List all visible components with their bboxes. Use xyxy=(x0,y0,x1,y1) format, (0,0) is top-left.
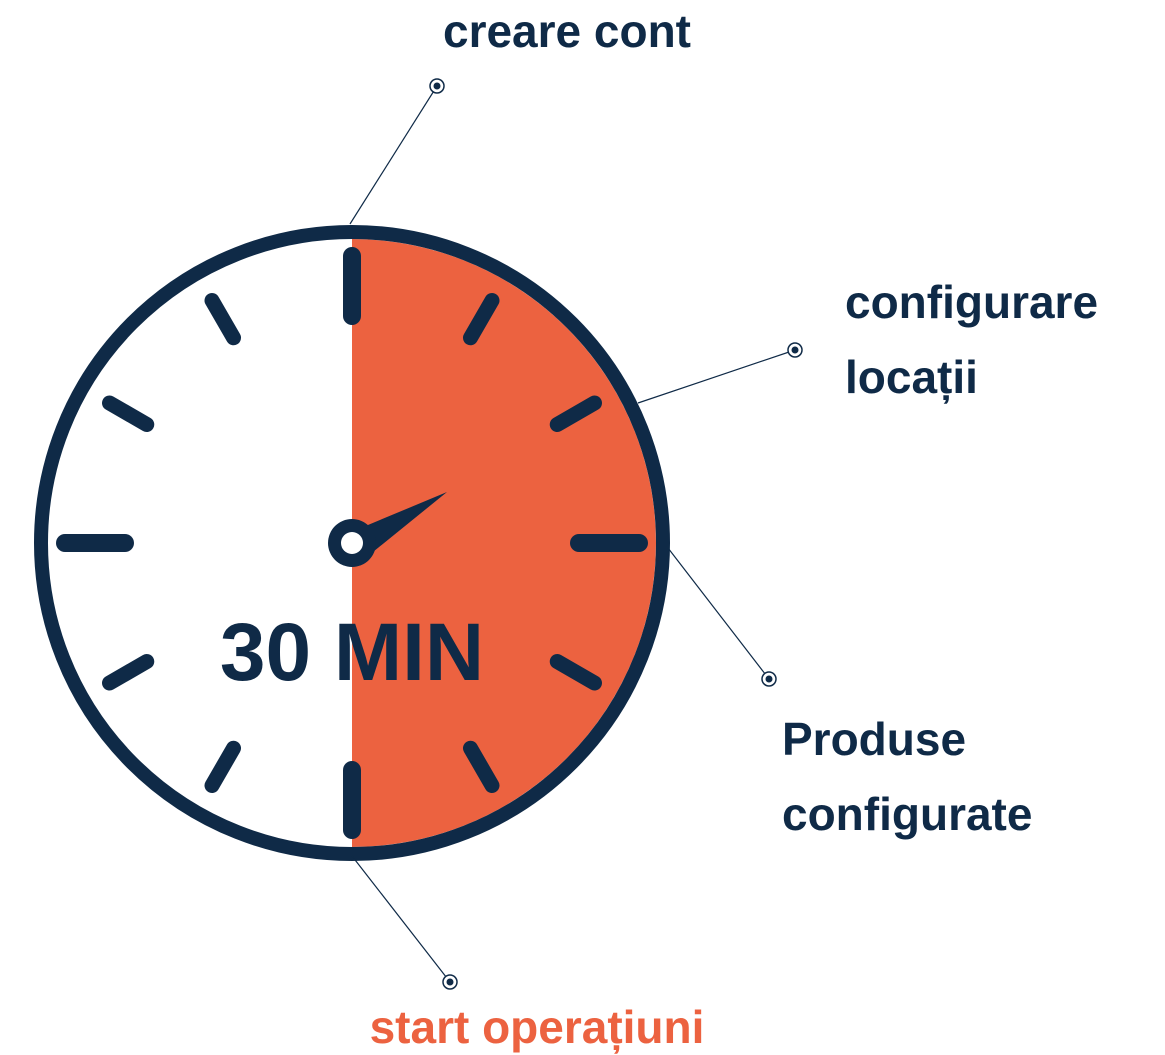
connector-lines xyxy=(349,85,796,983)
label-start-operatiuni: start operațiuni xyxy=(370,1001,705,1054)
tick-mark-8 xyxy=(102,654,155,691)
tick-mark-11 xyxy=(204,293,241,346)
tick-mark-4 xyxy=(549,654,602,691)
tick-mark-1 xyxy=(463,293,500,346)
dot-creare-cont xyxy=(429,78,445,94)
label-creare-cont: creare cont xyxy=(443,5,691,57)
label-configurare-line1: configurare xyxy=(845,276,1098,328)
clock-hand xyxy=(356,492,447,556)
connector-produse-configurate xyxy=(667,547,770,680)
connector-dots xyxy=(429,78,803,990)
connector-start-operatiuni xyxy=(351,855,451,983)
clock-rim xyxy=(34,225,670,861)
tick-mark-2 xyxy=(549,395,602,432)
tick-mark-5 xyxy=(463,740,500,793)
connector-creare-cont xyxy=(349,85,438,225)
tick-mark-10 xyxy=(102,395,155,432)
label-locatii-line2: locații xyxy=(845,351,978,404)
duration-text: 30 MIN xyxy=(220,607,484,698)
clock-center-hole xyxy=(341,532,363,554)
connector-configurare-locatii xyxy=(637,349,796,404)
tick-marks xyxy=(56,247,648,839)
dot-start-operatiuni xyxy=(442,974,458,990)
label-produse-line1: Produse xyxy=(782,713,966,765)
tick-mark-7 xyxy=(204,740,241,793)
elapsed-time-sector xyxy=(352,239,656,847)
dot-configurare-locatii xyxy=(787,342,803,358)
dot-produse-configurate xyxy=(761,671,777,687)
label-configurate-line2: configurate xyxy=(782,788,1032,840)
